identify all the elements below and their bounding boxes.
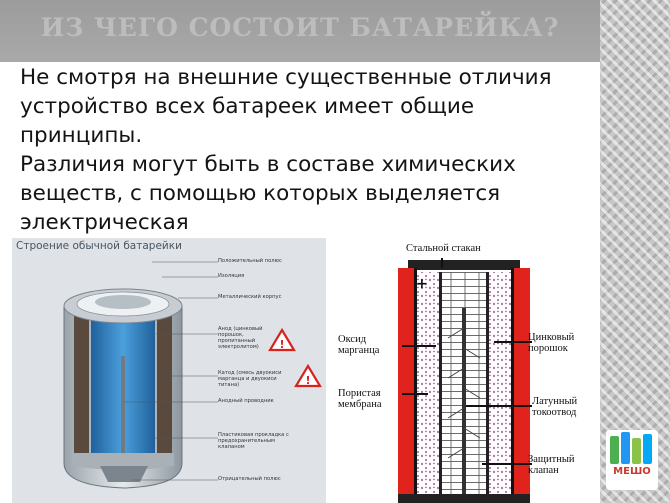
label-positive-terminal: Положительный полюс <box>218 258 282 264</box>
battery-cutaway-illustration: ! ! <box>63 261 322 489</box>
svg-text:!: ! <box>279 338 284 351</box>
slide-body-text: Не смотря на внешние существенные отличи… <box>20 63 580 237</box>
label-plastic-gasket: Пластиковая прокладка с предохранительны… <box>218 432 289 450</box>
label-negative-terminal: Отрицательный полюс <box>218 476 281 482</box>
logo <box>606 430 658 490</box>
decorative-pattern-strip <box>600 0 670 503</box>
label-brass-collector: Латунный токоотвод <box>532 396 578 418</box>
label-cathode: Катод (смесь двуокиси марганца и двуокис… <box>218 370 282 388</box>
slide: ИЗ ЧЕГО СОСТОИТ БАТАРЕЙКА? Не смотря на … <box>0 0 600 503</box>
paragraph-1: Не смотря на внешние существенные отличи… <box>20 65 552 148</box>
label-safety-valve: Защитный клапан <box>528 454 575 476</box>
svg-text:+: + <box>416 276 428 292</box>
warning-icon: ! <box>268 327 296 352</box>
battery-cross-section-figure: + Стальной стакан Оксид марганца Цинковы… <box>332 238 600 503</box>
label-porous-membrane: Пористая мембрана <box>338 388 382 410</box>
label-anode-conductor: Анодный проводник <box>218 398 274 404</box>
battery-structure-figure: Строение обычной батарейки <box>12 238 326 503</box>
label-zinc-powder: Цинковый порошок <box>528 332 575 354</box>
logo-text: МЕШО <box>613 466 651 477</box>
paragraph-2: Различия могут быть в составе химических… <box>20 152 516 235</box>
warning-icon: ! <box>294 363 322 388</box>
label-manganese-oxide: Оксид марганца <box>338 334 380 356</box>
label-insulation: Изоляция <box>218 273 245 279</box>
battery-cross-section-illustration: + <box>398 258 532 503</box>
title-bar: ИЗ ЧЕГО СОСТОИТ БАТАРЕЙКА? <box>0 0 600 62</box>
slide-title: ИЗ ЧЕГО СОСТОИТ БАТАРЕЙКА? <box>40 13 560 42</box>
figure-caption: Строение обычной батарейки <box>16 240 182 252</box>
label-steel-can: Стальной стакан <box>406 243 481 254</box>
label-metal-case: Металлический корпус <box>218 294 282 300</box>
label-anode: Анод (цинковый порошок, пропитанный элек… <box>218 326 263 350</box>
svg-text:!: ! <box>305 374 310 387</box>
logo-icon <box>610 432 652 464</box>
